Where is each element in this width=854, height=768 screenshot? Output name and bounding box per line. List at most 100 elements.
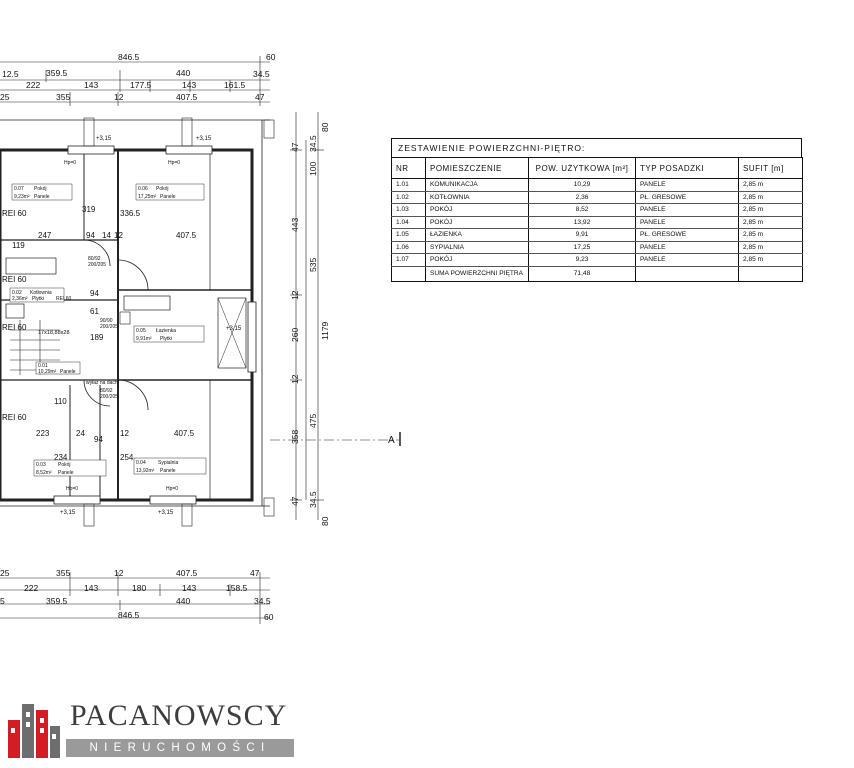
cell-floor: PANELE: [635, 241, 739, 254]
cell-nr: 1.07: [391, 253, 426, 267]
cell-nr: 1.02: [391, 191, 426, 204]
cell-floor: PANELE: [635, 253, 739, 267]
table-row: 1.01 KOMUNIKACJA 10,29 PANELE 2,85 m: [391, 178, 803, 192]
cell-room: POKÓJ: [425, 253, 529, 267]
dim-text: 47: [255, 92, 265, 102]
cell-empty: [391, 265, 426, 282]
table-sum-row: SUMA POWIERZCHNI PIĘTRA 71,48: [391, 265, 803, 282]
brand-name: PACANOWSCY: [70, 699, 288, 732]
cell-floor: PŁ. GRESOWE: [635, 228, 739, 242]
dim-text: 12: [120, 429, 129, 438]
section-mark: A: [388, 435, 395, 446]
dim-text: 407.5: [176, 231, 197, 240]
dim-text: 440: [176, 596, 190, 606]
dim-text: 222: [26, 80, 40, 90]
cell-ceiling: 2,85 m: [738, 253, 803, 267]
room-area: 13,92m²: [136, 468, 155, 474]
cell-ceiling: 2,85 m: [738, 241, 803, 254]
dim-text: 222: [24, 583, 38, 593]
dim-text: 180: [132, 583, 146, 593]
hp-mark: Hp=0: [168, 160, 180, 166]
cell-empty: [738, 265, 803, 282]
bottom-dimension-texts: 25 222 355 143 12 180 407.5 143 47 158.5…: [0, 568, 274, 622]
dim-text: 440: [176, 68, 190, 78]
fire-rating: REI 60: [2, 209, 27, 218]
dim-text: 407.5: [174, 429, 195, 438]
dim-text: 158.5: [226, 583, 248, 593]
level-mark: +3,15: [158, 510, 174, 516]
dim-text: 143: [182, 80, 196, 90]
cell-floor: PANELE: [635, 216, 739, 229]
dim-text: 319: [82, 205, 96, 214]
room-nr: 0.06: [138, 186, 148, 192]
dim-text: 14: [102, 231, 111, 240]
walls: [0, 117, 275, 527]
col-header-room: POMIESZCZENIE: [425, 157, 529, 179]
col-header-ceiling: SUFIT [m]: [738, 157, 803, 179]
sum-value: 71,48: [528, 265, 636, 282]
cell-area: 8,52: [528, 203, 636, 217]
dim-text: 234: [54, 453, 68, 462]
dim-text: 189: [90, 333, 104, 342]
level-mark: +3,15: [226, 326, 242, 332]
brand-tagline: NIERUCHOMOŚCI: [66, 739, 294, 757]
dim-text: 80: [320, 516, 330, 526]
room-name: Łazienka: [156, 328, 176, 334]
bottom-dimension-lines: [0, 572, 270, 624]
cell-nr: 1.04: [391, 216, 426, 229]
dim-text: 359.5: [46, 596, 68, 606]
right-dimension-lines: [270, 112, 401, 520]
cell-ceiling: 2,85 m: [738, 203, 803, 217]
stairs-label: 17x18,88x28: [38, 330, 70, 336]
area-summary-table: ZESTAWIENIE POWIERZCHNI-PIĘTRO: NR POMIE…: [391, 138, 803, 282]
dim-text: 247: [38, 231, 52, 240]
dim-text: 846.5: [118, 610, 140, 620]
dim-text: 47: [290, 142, 300, 152]
cell-ceiling: 2,85 m: [738, 191, 803, 204]
plan-annotations: REI 60 REI 60 REI 60 REI 60 REI 60 Hp=0 …: [2, 136, 242, 516]
cell-room: POKÓJ: [425, 216, 529, 229]
dim-text: 336.5: [120, 209, 141, 218]
table-row: 1.04 POKÓJ 13,92 PANELE 2,85 m: [391, 216, 803, 229]
dim-text: 25: [0, 568, 10, 578]
col-header-nr: NR: [391, 157, 426, 179]
dim-text: 47: [290, 496, 300, 506]
room-name: Pokój: [34, 186, 47, 192]
level-mark: +3,15: [196, 136, 212, 142]
cell-area: 9,91: [528, 228, 636, 242]
room-nr: 0.03: [36, 462, 46, 468]
dim-text: 143: [84, 80, 98, 90]
dim-text: 254: [120, 453, 134, 462]
dim-text: 12: [290, 374, 300, 384]
door-size: 80/92: [88, 256, 101, 262]
cell-ceiling: 2,85 m: [738, 178, 803, 192]
door-size: 90/90: [100, 318, 113, 324]
table-row: 1.02 KOTŁOWNIA 2,36 PŁ. GRESOWE 2,85 m: [391, 191, 803, 204]
room-nr: 0.02: [12, 290, 22, 296]
room-floor: Panele: [160, 194, 176, 200]
col-header-area: POW. UŻYTKOWA [m²]: [528, 157, 636, 179]
room-floor: Panele: [160, 468, 176, 474]
dim-text: 260: [290, 328, 300, 342]
hp-mark: Hp=0: [166, 486, 178, 492]
dim-text: 34.5: [254, 596, 271, 606]
table-header-row: NR POMIESZCZENIE POW. UŻYTKOWA [m²] TYP …: [391, 157, 803, 179]
room-area: 17,25m²: [138, 194, 157, 200]
dim-text: 34.5: [308, 135, 318, 152]
dim-text: 34.5: [253, 69, 270, 79]
roof-hatch-label: wyłaz na dach: [86, 380, 118, 386]
room-area: 9,23m²: [14, 194, 30, 200]
room-nr: 0.05: [136, 328, 146, 334]
hp-mark: Hp=0: [64, 160, 76, 166]
room-nr: 0.04: [136, 460, 146, 466]
dim-text: 94: [86, 231, 95, 240]
dim-text: 359.5: [46, 68, 68, 78]
brand-logo: PACANOWSCY NIERUCHOMOŚCI: [6, 698, 296, 762]
cell-room: SYPIALNIA: [425, 241, 529, 254]
dim-text: 12: [114, 568, 124, 578]
cell-area: 17,25: [528, 241, 636, 254]
table-row: 1.07 POKÓJ 9,23 PANELE 2,85 m: [391, 253, 803, 267]
dim-text: 355: [56, 92, 70, 102]
door-size: 200/205: [88, 262, 106, 268]
room-floor: Płytki: [160, 336, 172, 342]
